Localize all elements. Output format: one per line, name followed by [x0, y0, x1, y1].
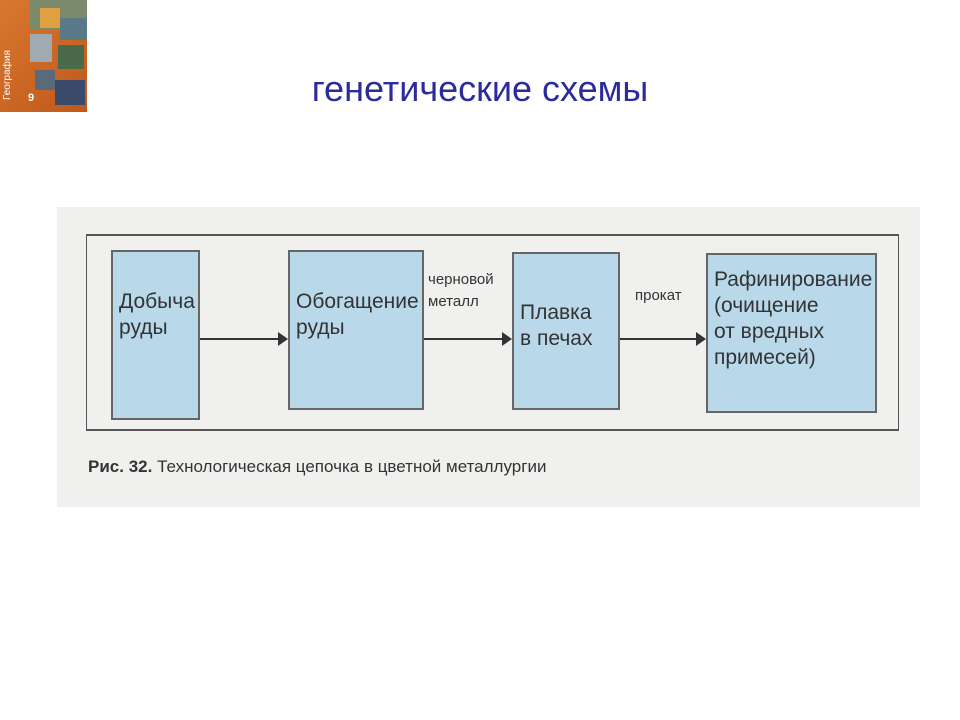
arrow-2 [424, 332, 512, 346]
box-smelting: Плавка в печах [512, 252, 620, 410]
arrow-1 [200, 332, 288, 346]
diagram-frame [86, 234, 899, 431]
box-ore-enrichment: Обогащение руды [288, 250, 424, 410]
box-label: Обогащение руды [296, 290, 419, 339]
box-refining: Рафинирование (очищение от вредных приме… [706, 253, 877, 413]
figure-caption: Рис. 32. Технологическая цепочка в цветн… [88, 457, 546, 477]
arrow-label-rolling: прокат [635, 287, 682, 304]
box-ore-mining: Добыча руды [111, 250, 200, 420]
box-label: Добыча руды [119, 290, 195, 339]
slide-title: генетические схемы [311, 68, 649, 109]
cover-grade: 9 [28, 92, 35, 104]
scanned-diagram: Добыча руды Обогащение руды Плавка в печ… [57, 207, 920, 507]
box-label: Рафинирование (очищение от вредных приме… [714, 268, 873, 369]
arrow-label-crude-metal: черновой металл [428, 271, 494, 310]
caption-text: Технологическая цепочка в цветной металл… [157, 457, 547, 476]
arrow-3 [620, 332, 706, 346]
textbook-cover-image: География 9 [0, 0, 87, 112]
caption-number: Рис. 32. [88, 457, 153, 476]
box-label: Плавка в печах [520, 301, 593, 350]
